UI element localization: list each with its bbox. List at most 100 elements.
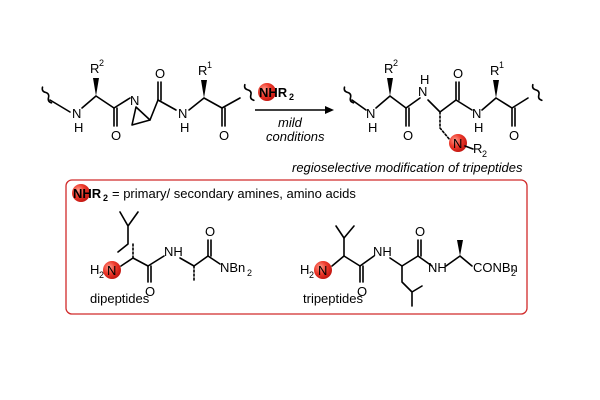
bond [147, 255, 165, 267]
atom-sup: 2 [393, 58, 398, 68]
atom-n: N [366, 106, 375, 121]
bond [511, 97, 529, 109]
atom-sub: 2 [309, 270, 314, 280]
bond [405, 97, 421, 109]
reagent-sub: 2 [289, 92, 294, 102]
examples-box [65, 179, 528, 315]
atom-o: O [357, 284, 367, 299]
bond [464, 145, 474, 150]
bond-double [405, 107, 410, 127]
bond [389, 255, 419, 267]
aziridine-ring [131, 106, 151, 126]
atom-sup: 2 [99, 58, 104, 68]
atom-nh: NH [373, 244, 392, 259]
tripeptide-structure: H 2 N O NH O NH CONBn 2 tripeptides [300, 224, 518, 307]
atom-o: O [145, 284, 155, 299]
atom-sub: 2 [511, 268, 516, 278]
atom-h2: H [300, 262, 309, 277]
bond [375, 95, 407, 109]
atom-n-red: N [318, 263, 327, 278]
dipeptides-label: dipeptides [90, 291, 150, 306]
isopropyl [335, 225, 355, 239]
bond [359, 255, 375, 267]
atom-o: O [403, 128, 413, 143]
atom-h2: H [90, 262, 99, 277]
reaction-arrow-group: NHR 2 mild conditions [255, 83, 334, 144]
isobutyl-chain [117, 211, 139, 253]
atom-h: H [368, 120, 377, 135]
conditions-line2: conditions [266, 129, 325, 144]
highlight-ball [103, 261, 121, 279]
isobutyl-chain [401, 265, 423, 307]
wavy-bond-left [41, 86, 53, 104]
atom-o: O [205, 224, 215, 239]
atom-nh: NH [164, 244, 183, 259]
atom-o: O [219, 128, 229, 143]
conditions-line1: mild [278, 115, 303, 130]
highlight-ball [72, 184, 90, 202]
bond-double [147, 265, 152, 283]
wavy-bond-right [531, 83, 543, 102]
atom-sub: 2 [482, 149, 487, 159]
bond-double [359, 265, 364, 283]
atom-h: H [74, 120, 83, 135]
atom-nbn: NBn [220, 260, 245, 275]
bond [157, 99, 177, 111]
reagent-label: NHR [259, 85, 288, 100]
bond [427, 99, 457, 113]
wedge-bond [457, 240, 463, 256]
bond [455, 99, 473, 111]
highlight-ball [258, 83, 276, 101]
atom-o: O [111, 128, 121, 143]
atom-sub: 2 [247, 268, 252, 278]
bond [179, 255, 209, 267]
bond-double [221, 107, 226, 127]
highlight-ball [449, 134, 467, 152]
bond [120, 257, 149, 267]
atom-r: R [384, 61, 393, 76]
hashed-bond [439, 111, 451, 141]
bond-double [455, 81, 460, 101]
atom-h: H [420, 72, 429, 87]
bond [481, 97, 513, 111]
bond [445, 255, 473, 267]
bond-double [511, 107, 516, 127]
dipeptide-structure: H 2 N O NH O NBn 2 dipeptides [90, 211, 252, 306]
atom-nh: NH [428, 260, 447, 275]
atom-n: N [418, 84, 427, 99]
wedge-bond [493, 80, 499, 98]
atom-o: O [415, 224, 425, 239]
atom-r: R [198, 63, 207, 78]
legend-row: NHR 2 = primary/ secondary amines, amino… [72, 184, 356, 203]
legend-label: NHR [73, 186, 102, 201]
bond [149, 99, 159, 121]
atom-o: O [509, 128, 519, 143]
atom-n: N [178, 106, 187, 121]
bond [188, 97, 223, 111]
bond [417, 255, 433, 267]
atom-r: R [90, 61, 99, 76]
wedge-bond [93, 78, 99, 96]
wavy-bond-right [243, 83, 255, 102]
atom-o: O [155, 66, 165, 81]
bond-double [417, 239, 422, 257]
wavy-bond-left [343, 86, 355, 104]
atom-h: H [180, 120, 189, 135]
bond [351, 99, 367, 111]
atom-n-modified: N [453, 136, 462, 151]
tripeptides-label: tripeptides [303, 291, 363, 306]
bond-double [157, 81, 162, 101]
legend-sub: 2 [103, 193, 108, 203]
atom-sup: 1 [207, 60, 212, 70]
atom-sub: 2 [99, 270, 104, 280]
bond-double [207, 239, 212, 257]
bond [49, 99, 71, 113]
bond [207, 255, 221, 265]
atom-sup: 1 [499, 60, 504, 70]
caption: regioselective modification of tripeptid… [292, 160, 523, 175]
atom-n: N [472, 106, 481, 121]
wedge-bond [387, 78, 393, 96]
bond [221, 97, 241, 109]
atom-h: H [474, 120, 483, 135]
